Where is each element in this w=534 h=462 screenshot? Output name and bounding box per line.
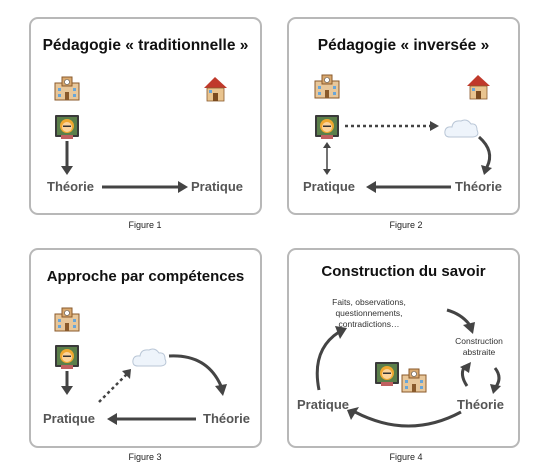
school-icon [314, 74, 340, 99]
figure-2-title: Pédagogie « inversée » [317, 37, 490, 54]
figure-4-label-pratique: Pratique [297, 397, 350, 412]
house-icon [467, 75, 490, 100]
school-icon [54, 76, 80, 101]
house-icon [204, 77, 227, 102]
figure-3-label-theorie: Théorie [203, 411, 250, 426]
figure-3-label-pratique: Pratique [43, 411, 96, 426]
figure-2-label-pratique: Pratique [303, 179, 356, 194]
teacher-icon [375, 362, 399, 386]
figure-3-panel: Approche par compétences [29, 248, 262, 448]
figure-4-diagram [315, 308, 501, 428]
cloud-icon [132, 348, 167, 367]
figure-3-diagram [54, 307, 227, 425]
figure-4-caption: Figure 4 [389, 452, 423, 462]
figure-4-construction-text: Construction abstraite [455, 336, 503, 357]
figure-1-label-pratique: Pratique [191, 179, 244, 194]
figure-4-facts-text: Faits, observations, questionnements, co… [332, 297, 406, 329]
school-icon [401, 368, 427, 393]
figure-2-diagram [314, 74, 492, 193]
teacher-icon [55, 345, 79, 369]
figure-4-title: Construction du savoir [321, 263, 486, 280]
figure-2-label-theorie: Théorie [455, 179, 502, 194]
figure-2-panel: Pédagogie « inversée » [287, 17, 520, 215]
figure-1-panel: Pédagogie « traditionnelle » [29, 17, 262, 215]
figure-1-title: Pédagogie « traditionnelle » [42, 37, 249, 54]
figure-4-panel: Construction du savoir [287, 248, 520, 448]
figure-1-caption: Figure 1 [128, 220, 162, 230]
figure-2-caption: Figure 2 [389, 220, 423, 230]
teacher-icon [55, 115, 79, 139]
teacher-icon [315, 115, 339, 139]
figure-1-diagram [54, 76, 227, 193]
figure-3-caption: Figure 3 [128, 452, 162, 462]
figure-4-label-theorie: Théorie [457, 397, 504, 412]
figure-3-title: Approche par compétences [46, 268, 245, 285]
figure-1-label-theorie: Théorie [47, 179, 94, 194]
school-icon [54, 307, 80, 332]
cloud-icon [444, 119, 479, 138]
